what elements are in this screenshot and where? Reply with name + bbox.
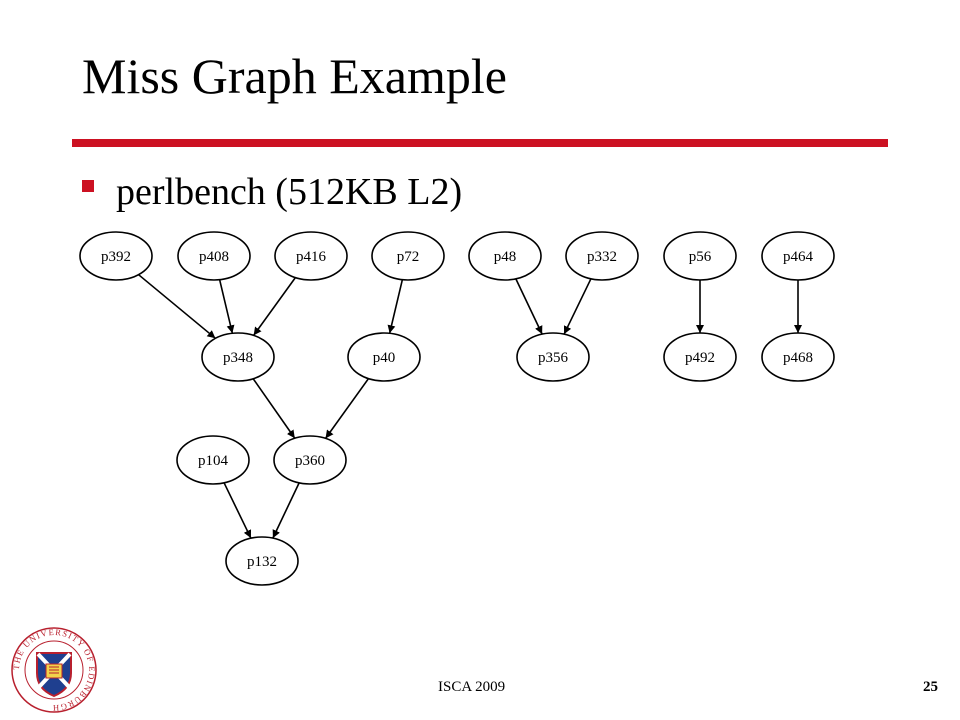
node-label: p348 xyxy=(223,350,253,366)
edge-p360-p132 xyxy=(272,482,300,539)
node-ellipse xyxy=(565,231,639,281)
node-ellipse xyxy=(79,231,153,281)
nodes-layer: p392 p408 p416 p72 p48 p332 p56 p464 p348 p40 p356… xyxy=(79,231,835,586)
node-ellipse xyxy=(761,332,835,382)
graph-node-p408: p408 xyxy=(177,231,251,281)
node-label: p40 xyxy=(373,350,396,366)
graph-node-p360: p360 xyxy=(273,435,347,485)
node-label: p468 xyxy=(783,350,813,366)
node-ellipse xyxy=(468,231,542,281)
graph-node-p332: p332 xyxy=(565,231,639,281)
title-rule xyxy=(72,139,888,147)
graph-node-p464: p464 xyxy=(761,231,835,281)
graph-node-p392: p392 xyxy=(79,231,153,281)
node-label: p104 xyxy=(198,453,229,469)
edges-layer xyxy=(138,274,802,539)
edge-p72-p40 xyxy=(387,279,404,334)
graph-node-p104: p104 xyxy=(176,435,250,485)
node-ellipse xyxy=(176,435,250,485)
graph-node-p48: p48 xyxy=(468,231,542,281)
node-ellipse xyxy=(371,231,445,281)
edge-p332-p356 xyxy=(563,278,592,335)
node-label: p392 xyxy=(101,249,131,265)
graph-node-p348: p348 xyxy=(201,332,275,382)
edge-p416-p348 xyxy=(252,277,297,336)
node-label: p408 xyxy=(199,249,229,265)
node-ellipse xyxy=(225,536,299,586)
footer-conference: ISCA 2009 xyxy=(438,679,506,695)
node-ellipse xyxy=(663,231,737,281)
edge-p348-p360 xyxy=(252,378,296,439)
node-label: p56 xyxy=(689,249,712,265)
graph-node-p72: p72 xyxy=(371,231,445,281)
node-label: p492 xyxy=(685,350,715,366)
node-label: p48 xyxy=(494,249,517,265)
node-ellipse xyxy=(663,332,737,382)
edge-p104-p132 xyxy=(223,482,252,539)
edge-p48-p356 xyxy=(515,278,543,335)
edge-p392-p348 xyxy=(138,274,216,339)
node-ellipse xyxy=(273,435,347,485)
square-bullet-icon xyxy=(82,180,94,192)
graph-node-p40: p40 xyxy=(347,332,421,382)
node-label: p332 xyxy=(587,249,617,265)
graph-node-p56: p56 xyxy=(663,231,737,281)
node-label: p464 xyxy=(783,249,814,265)
node-ellipse xyxy=(761,231,835,281)
graph-node-p492: p492 xyxy=(663,332,737,382)
edge-p408-p348 xyxy=(218,279,235,334)
node-ellipse xyxy=(347,332,421,382)
graph-node-p468: p468 xyxy=(761,332,835,382)
graph-node-p356: p356 xyxy=(516,332,590,382)
node-ellipse xyxy=(516,332,590,382)
node-label: p132 xyxy=(247,554,277,570)
node-label: p72 xyxy=(397,249,420,265)
bullet-text: perlbench (512KB L2) xyxy=(116,171,463,213)
graph-node-p132: p132 xyxy=(225,536,299,586)
node-label: p360 xyxy=(295,453,325,469)
edge-p40-p360 xyxy=(324,378,370,439)
graph-node-p416: p416 xyxy=(274,231,348,281)
node-label: p416 xyxy=(296,249,327,265)
node-label: p356 xyxy=(538,350,569,366)
page-number: 25 xyxy=(923,679,938,695)
node-ellipse xyxy=(274,231,348,281)
node-ellipse xyxy=(201,332,275,382)
node-ellipse xyxy=(177,231,251,281)
slide-title: Miss Graph Example xyxy=(82,48,507,104)
university-crest-icon: THE UNIVERSITY OF EDINBURGH xyxy=(11,627,97,713)
